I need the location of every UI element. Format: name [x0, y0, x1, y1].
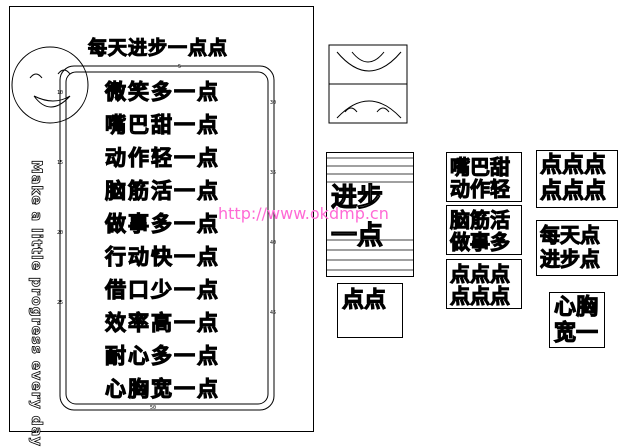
block-col3-a: 点点点 点点点 — [536, 150, 618, 208]
poster-title: 每天进步一点点 — [87, 37, 229, 60]
slogan-line: 做事多一点 — [105, 212, 220, 237]
block-glyph: 点点 — [341, 288, 387, 313]
block-glyph: 一点 — [330, 221, 384, 251]
block-glyph: 点点点 — [539, 153, 607, 178]
slogan-line: 动作轻一点 — [105, 146, 220, 171]
drawing-sheet: 每天进步一点点 微笑多一点 嘴巴甜一点 动作轻一点 脑筋活一点 做事多一点 行动… — [9, 6, 618, 447]
watermark-url: http://www.okdmp.cn — [218, 204, 389, 223]
line-art-layer — [11, 44, 414, 411]
frame-number: 25 — [57, 300, 64, 306]
english-motto: Make a little progress every day — [28, 160, 45, 447]
block-col1-top: 进步 一点 — [326, 152, 414, 277]
slogan-line: 心胸宽一点 — [105, 377, 220, 402]
block-col2-c: 点点点 点点点 — [446, 259, 522, 309]
block-glyph: 脑筋活 — [450, 208, 511, 232]
frame-number: 5 — [178, 64, 182, 70]
frame-number: 30 — [270, 100, 277, 106]
block-col2-b: 脑筋活 做事多 — [446, 205, 522, 255]
slogan-line: 借口少一点 — [105, 278, 220, 303]
block-glyph: 点点点 — [450, 262, 511, 286]
face-tile-icon — [328, 44, 408, 124]
block-glyph: 每天点 — [540, 223, 601, 247]
block-col4: 心胸 宽一 — [549, 292, 605, 348]
slogan-frame — [59, 65, 275, 411]
frame-number: 45 — [270, 310, 277, 316]
slogan-line: 耐心多一点 — [105, 344, 220, 369]
block-col2-a: 嘴巴甜 动作轻 — [446, 152, 522, 202]
block-col3-b: 每天点 进步点 — [536, 220, 618, 276]
block-glyph: 进步 — [330, 183, 384, 213]
block-col1-bottom: 点点 — [337, 283, 403, 338]
block-glyph: 嘴巴甜 — [450, 155, 511, 179]
stripe-pattern-col1 — [326, 157, 414, 271]
slogan-line: 微笑多一点 — [105, 80, 220, 105]
frame-number: 35 — [270, 170, 277, 176]
block-glyph: 点点点 — [539, 179, 607, 204]
block-glyph: 心胸 — [553, 295, 599, 320]
slogan-line: 效率高一点 — [105, 311, 220, 336]
block-glyph: 进步点 — [540, 247, 601, 271]
slogan-line: 行动快一点 — [105, 245, 220, 270]
block-glyph: 做事多 — [450, 230, 511, 254]
smiley-face-icon — [11, 46, 89, 124]
frame-number: 40 — [270, 240, 277, 246]
frame-number: 10 — [57, 90, 64, 96]
block-glyph: 点点点 — [450, 284, 511, 308]
frame-number: 20 — [57, 230, 64, 236]
frame-number: 15 — [57, 160, 64, 166]
main-panel-border — [9, 6, 314, 432]
block-glyph: 宽一 — [553, 321, 599, 346]
frame-number: 50 — [150, 405, 157, 411]
slogan-line: 脑筋活一点 — [105, 179, 220, 204]
slogan-line: 嘴巴甜一点 — [105, 113, 220, 138]
block-glyph: 动作轻 — [450, 177, 511, 201]
